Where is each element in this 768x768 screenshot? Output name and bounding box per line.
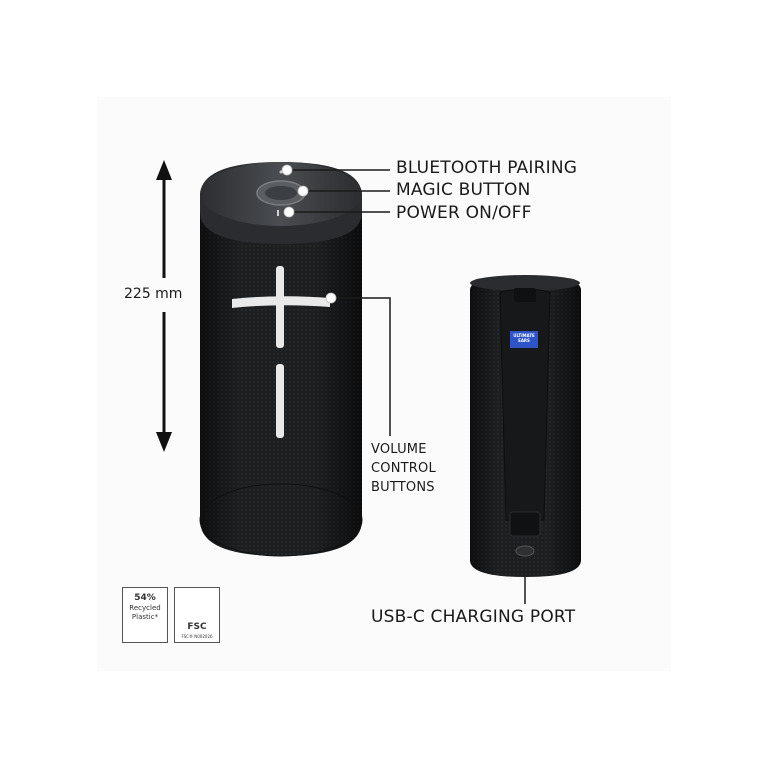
brand-tag-line1: ULTIMATE [513,333,535,338]
strap-loop-top [514,288,536,302]
leader-lines [287,169,526,604]
magic-button-label: MAGIC BUTTON [396,180,531,200]
brand-tag [510,331,538,348]
recycled-line1: Recycled [129,604,161,612]
volume-plus-horizontal-icon [232,296,330,308]
magic-button-dot-icon [297,185,309,197]
power-dot-icon [283,206,295,218]
speaker-back [470,275,581,577]
volume-control-label: VOLUME CONTROL BUTTONS [371,442,436,495]
usb-c-label: USB-C CHARGING PORT [371,607,576,627]
bluetooth-pairing-label: BLUETOOTH PAIRING [396,158,578,178]
power-icon [277,210,279,216]
usb-c-port-icon [515,545,535,557]
volume-dot-icon [325,292,337,304]
bluetooth-dot-icon [281,164,293,176]
height-dimension-label: 225 mm [124,286,183,302]
carry-strap [499,288,551,521]
volume-plus-vertical-icon [276,266,284,348]
brand-tag-line2: EARS [518,338,530,343]
fsc-code: FSC® N002026 [181,634,213,639]
power-label: POWER ON/OFF [396,203,532,223]
recycled-percent: 54% [134,593,156,603]
recycled-line2: Plastic* [131,613,159,621]
fsc-badge: FSC FSC® N002026 [174,587,220,643]
recycled-plastic-badge: 54% Recycled Plastic* [122,587,168,643]
brand-tag-text: ULTIMATE EARS [510,333,538,343]
height-dimension-arrow [156,160,172,452]
speaker-front [199,162,363,557]
fsc-mark: FSC [187,622,207,632]
volume-minus-icon [276,364,284,438]
strap-loop-bottom [509,511,541,537]
